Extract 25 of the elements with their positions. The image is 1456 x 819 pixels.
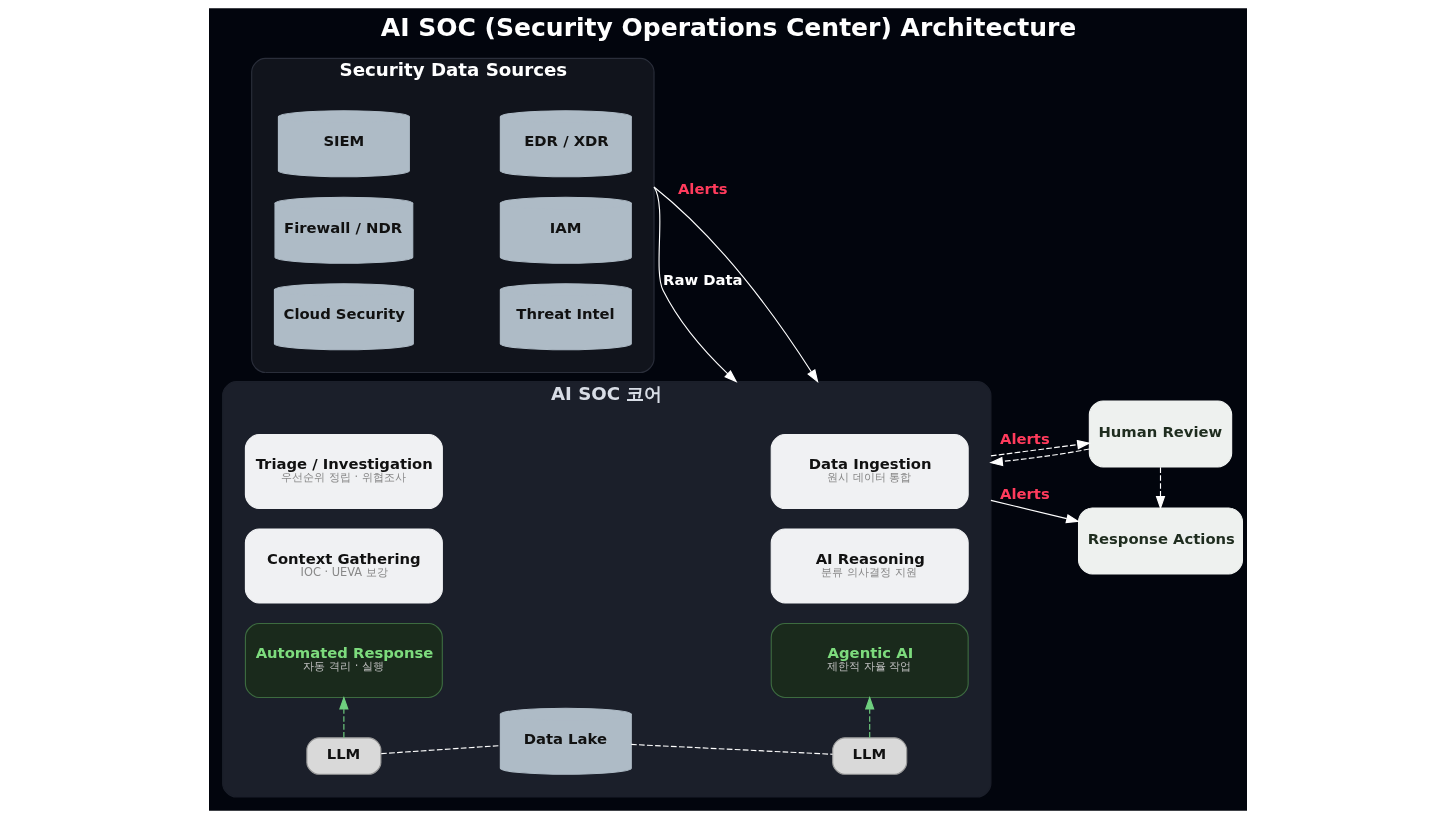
node-box: LLM <box>306 737 382 775</box>
arrow <box>653 186 738 383</box>
arrow <box>653 186 819 384</box>
node-box: Human Review <box>1088 400 1233 468</box>
connector <box>380 745 501 755</box>
node-box: Agentic AI 제한적 자율 작업 <box>770 622 969 699</box>
edge-label: Alerts <box>1000 429 1050 447</box>
node-box: Triage / Investigation 우선순위 정립 · 위협조사 <box>244 433 443 510</box>
edge-label: Alerts <box>1000 485 1050 503</box>
arrow <box>989 448 1090 467</box>
arrow <box>1155 466 1166 510</box>
node-box: Data Ingestion 원시 데이터 통합 <box>770 433 969 510</box>
arrow <box>990 439 1091 457</box>
diagram-title: AI SOC (Security Operations Center) Architecture <box>380 13 1077 43</box>
connector <box>630 743 834 755</box>
edge-label: Alerts <box>677 180 728 198</box>
arrow <box>864 695 875 739</box>
node-box: Automated Response 자동 격리 · 실행 <box>244 622 443 699</box>
node-box: AI Reasoning 분류 의사결정 지원 <box>770 528 969 604</box>
node-box: LLM <box>832 737 908 775</box>
node-box: Response Actions <box>1078 507 1243 575</box>
arrow <box>990 499 1080 524</box>
edge-label: Raw Data <box>663 271 743 289</box>
node-box: Context Gathering IOC · UEVA 보강 <box>244 528 443 604</box>
arrow <box>339 695 349 739</box>
